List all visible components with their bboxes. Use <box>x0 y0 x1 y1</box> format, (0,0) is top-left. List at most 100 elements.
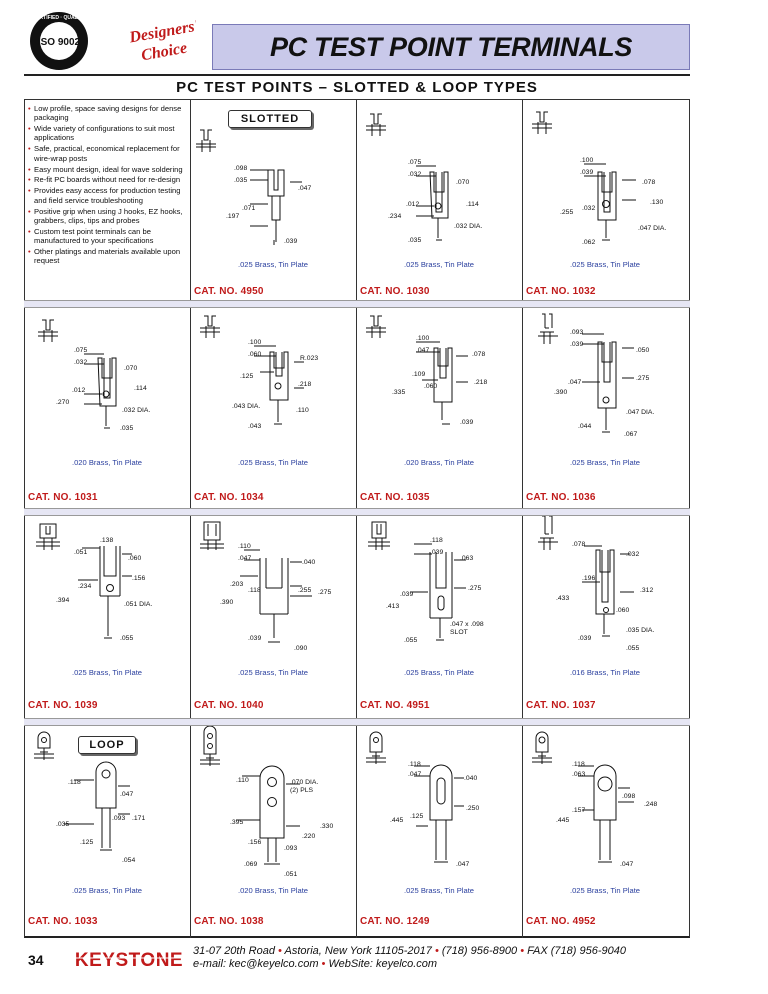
material-text: .025 Brass, Tin Plate <box>569 886 641 895</box>
dim-label: .075 <box>74 347 87 354</box>
dim-label: .075 <box>408 159 421 166</box>
dim-label: .130 <box>650 199 663 206</box>
dim-label: .078 <box>642 179 655 186</box>
divider <box>24 74 690 76</box>
email-link[interactable]: e-mail: kec@keyelco.com <box>193 958 319 970</box>
dim-label: .118 <box>430 537 443 544</box>
dim-label: .335 <box>392 389 405 396</box>
dim-label: .255 <box>298 587 311 594</box>
terminal-drawing: .118 .063 .098 .248 .157 .445 .047 <box>532 731 657 868</box>
separator: • <box>321 958 326 970</box>
feature-item: Other platings and materials available u… <box>28 247 188 266</box>
dim-label: .156 <box>132 575 145 582</box>
catalog-number: CAT. NO. 1039 <box>28 700 98 711</box>
dim-label: .060 <box>248 351 261 358</box>
feature-item: Low profile, space saving designs for de… <box>28 104 188 123</box>
terminal-drawing: .118 .039 .063 .039 .275 .413 .047 x .09… <box>368 521 484 644</box>
dim-label: .275 <box>318 589 331 596</box>
feature-item: Wide variety of configurations to suit m… <box>28 124 188 143</box>
website-link[interactable]: WebSite: keyelco.com <box>328 958 438 970</box>
dim-label: .110 <box>296 407 309 414</box>
terminal-drawing: .118 .047 .035 .093 .171 .125 .054 <box>34 731 145 864</box>
fax: FAX (718) 956-9040 <box>527 945 626 957</box>
iso-9002-badge: ISO 9002 CERTIFIED · QUALITY <box>30 12 88 70</box>
dim-label: .032 DIA. <box>122 407 150 414</box>
dim-label: .050 <box>636 347 649 354</box>
dim-label: .125 <box>80 839 93 846</box>
terminal-drawing: .100 .060 R.023 .125 .218 .043 DIA. .110… <box>200 315 318 430</box>
material-text: .025 Brass, Tin Plate <box>569 260 641 269</box>
dim-label: .044 <box>578 423 591 430</box>
material-text: .016 Brass, Tin Plate <box>569 668 641 677</box>
dim-label: .275 <box>468 585 481 592</box>
dim-label: .047 <box>568 379 581 386</box>
dim-label: SLOT <box>450 629 468 636</box>
dim-label: .070 <box>124 365 137 372</box>
material-text: .020 Brass, Tin Plate <box>237 886 309 895</box>
catalog-number: CAT. NO. 1035 <box>360 492 430 503</box>
dim-label: .063 <box>572 771 585 778</box>
dim-label: .093 <box>570 329 583 336</box>
dim-label: .032 <box>74 359 87 366</box>
feature-item: Provides easy access for production test… <box>28 186 188 205</box>
dim-label: .078 <box>572 541 585 548</box>
dim-label: .270 <box>56 399 69 406</box>
dim-label: .100 <box>580 157 593 164</box>
catalog-number: CAT. NO. 1249 <box>360 916 430 927</box>
terminal-drawing: .093 .039 .050 .047 .275 .390 .047 DIA. … <box>538 313 654 438</box>
dim-label: .171 <box>132 815 145 822</box>
column-divider <box>190 100 191 938</box>
material-text: .020 Brass, Tin Plate <box>71 458 143 467</box>
product-cell-1039: .138 .051 .060 .156 .234 .394 .051 DIA. … <box>24 516 190 716</box>
dim-label: .055 <box>120 635 133 642</box>
product-cell-1031: .075 .032 .070 .012 .114 .270 .032 DIA. … <box>24 308 190 508</box>
catalog-number: CAT. NO. 1036 <box>526 492 596 503</box>
dim-label: .125 <box>240 373 253 380</box>
dim-label: .060 <box>424 383 437 390</box>
phone: (718) 956-8900 <box>441 945 518 957</box>
dim-label: .413 <box>386 603 399 610</box>
dim-label: .047 DIA. <box>638 225 666 232</box>
dim-label: .445 <box>390 817 403 824</box>
dim-label: .032 <box>408 171 421 178</box>
dim-label: .114 <box>134 385 147 392</box>
catalog-number: CAT. NO. 1038 <box>194 916 264 927</box>
material-text: .025 Brass, Tin Plate <box>237 260 309 269</box>
dim-label: .218 <box>474 379 487 386</box>
catalog-number: CAT. NO. 1031 <box>28 492 98 503</box>
terminal-drawing: .078 .032 .196 .312 .433 .060 .035 DIA. … <box>538 516 654 652</box>
dim-label: .054 <box>122 857 135 864</box>
dim-label: .110 <box>238 543 251 550</box>
dim-label: .109 <box>412 371 425 378</box>
iso-text: ISO 9002 <box>38 37 81 48</box>
material-text: .025 Brass, Tin Plate <box>237 668 309 677</box>
catalog-number: CAT. NO. 4950 <box>194 286 264 297</box>
dim-label: .196 <box>582 575 595 582</box>
dim-label: .098 <box>234 165 247 172</box>
terminal-drawing: .075 .032 .070 .012 .114 .270 .032 DIA. … <box>38 319 150 432</box>
dim-label: .035 <box>408 237 421 244</box>
dim-label: .248 <box>644 801 657 808</box>
city: Astoria, New York 11105-2017 <box>284 945 432 957</box>
dim-label: .047 DIA. <box>626 409 654 416</box>
catalog-number: CAT. NO. 1037 <box>526 700 596 711</box>
terminal-drawing: .110 .070 DIA. (2) PLS .395 .330 .156 .2… <box>200 726 333 878</box>
dim-label: .032 <box>626 551 639 558</box>
dim-label: .039 <box>248 635 261 642</box>
dim-label: .100 <box>248 339 261 346</box>
loop-tag: LOOP <box>78 736 136 754</box>
slotted-tag: SLOTTED <box>228 110 312 128</box>
catalog-number: CAT. NO. 4952 <box>526 916 596 927</box>
dim-label: .071 <box>242 205 255 212</box>
dim-label: .035 DIA. <box>626 627 654 634</box>
catalog-number: CAT. NO. 1033 <box>28 916 98 927</box>
dim-label: .047 <box>620 861 633 868</box>
dim-label: .093 <box>284 845 297 852</box>
feature-item: Safe, practical, economical replacement … <box>28 144 188 163</box>
dim-label: .062 <box>582 239 595 246</box>
product-cell-1034: .100 .060 R.023 .125 .218 .043 DIA. .110… <box>190 308 356 508</box>
dim-label: .220 <box>302 833 315 840</box>
dim-label: .039 <box>284 238 297 245</box>
dim-label: .110 <box>236 777 249 784</box>
product-cell-1036: .093 .039 .050 .047 .275 .390 .047 DIA. … <box>522 308 688 508</box>
